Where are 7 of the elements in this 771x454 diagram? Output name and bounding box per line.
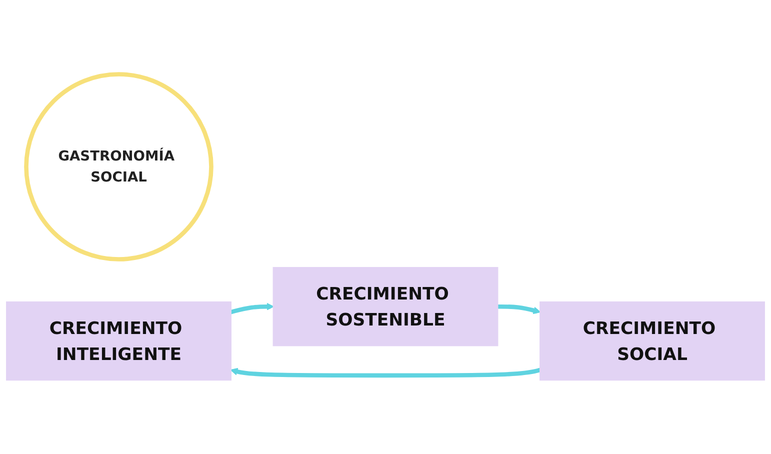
arrow [497,304,541,314]
arrow [230,302,274,314]
arrow [230,368,541,378]
node-box: CRECIMIENTO SOCIAL [540,301,765,381]
node-box: CRECIMIENTO INTELIGENTE [6,301,232,381]
node-circle: GASTRONOMÍA SOCIAL [24,72,214,262]
node-box: CRECIMIENTO SOSTENIBLE [272,267,498,346]
